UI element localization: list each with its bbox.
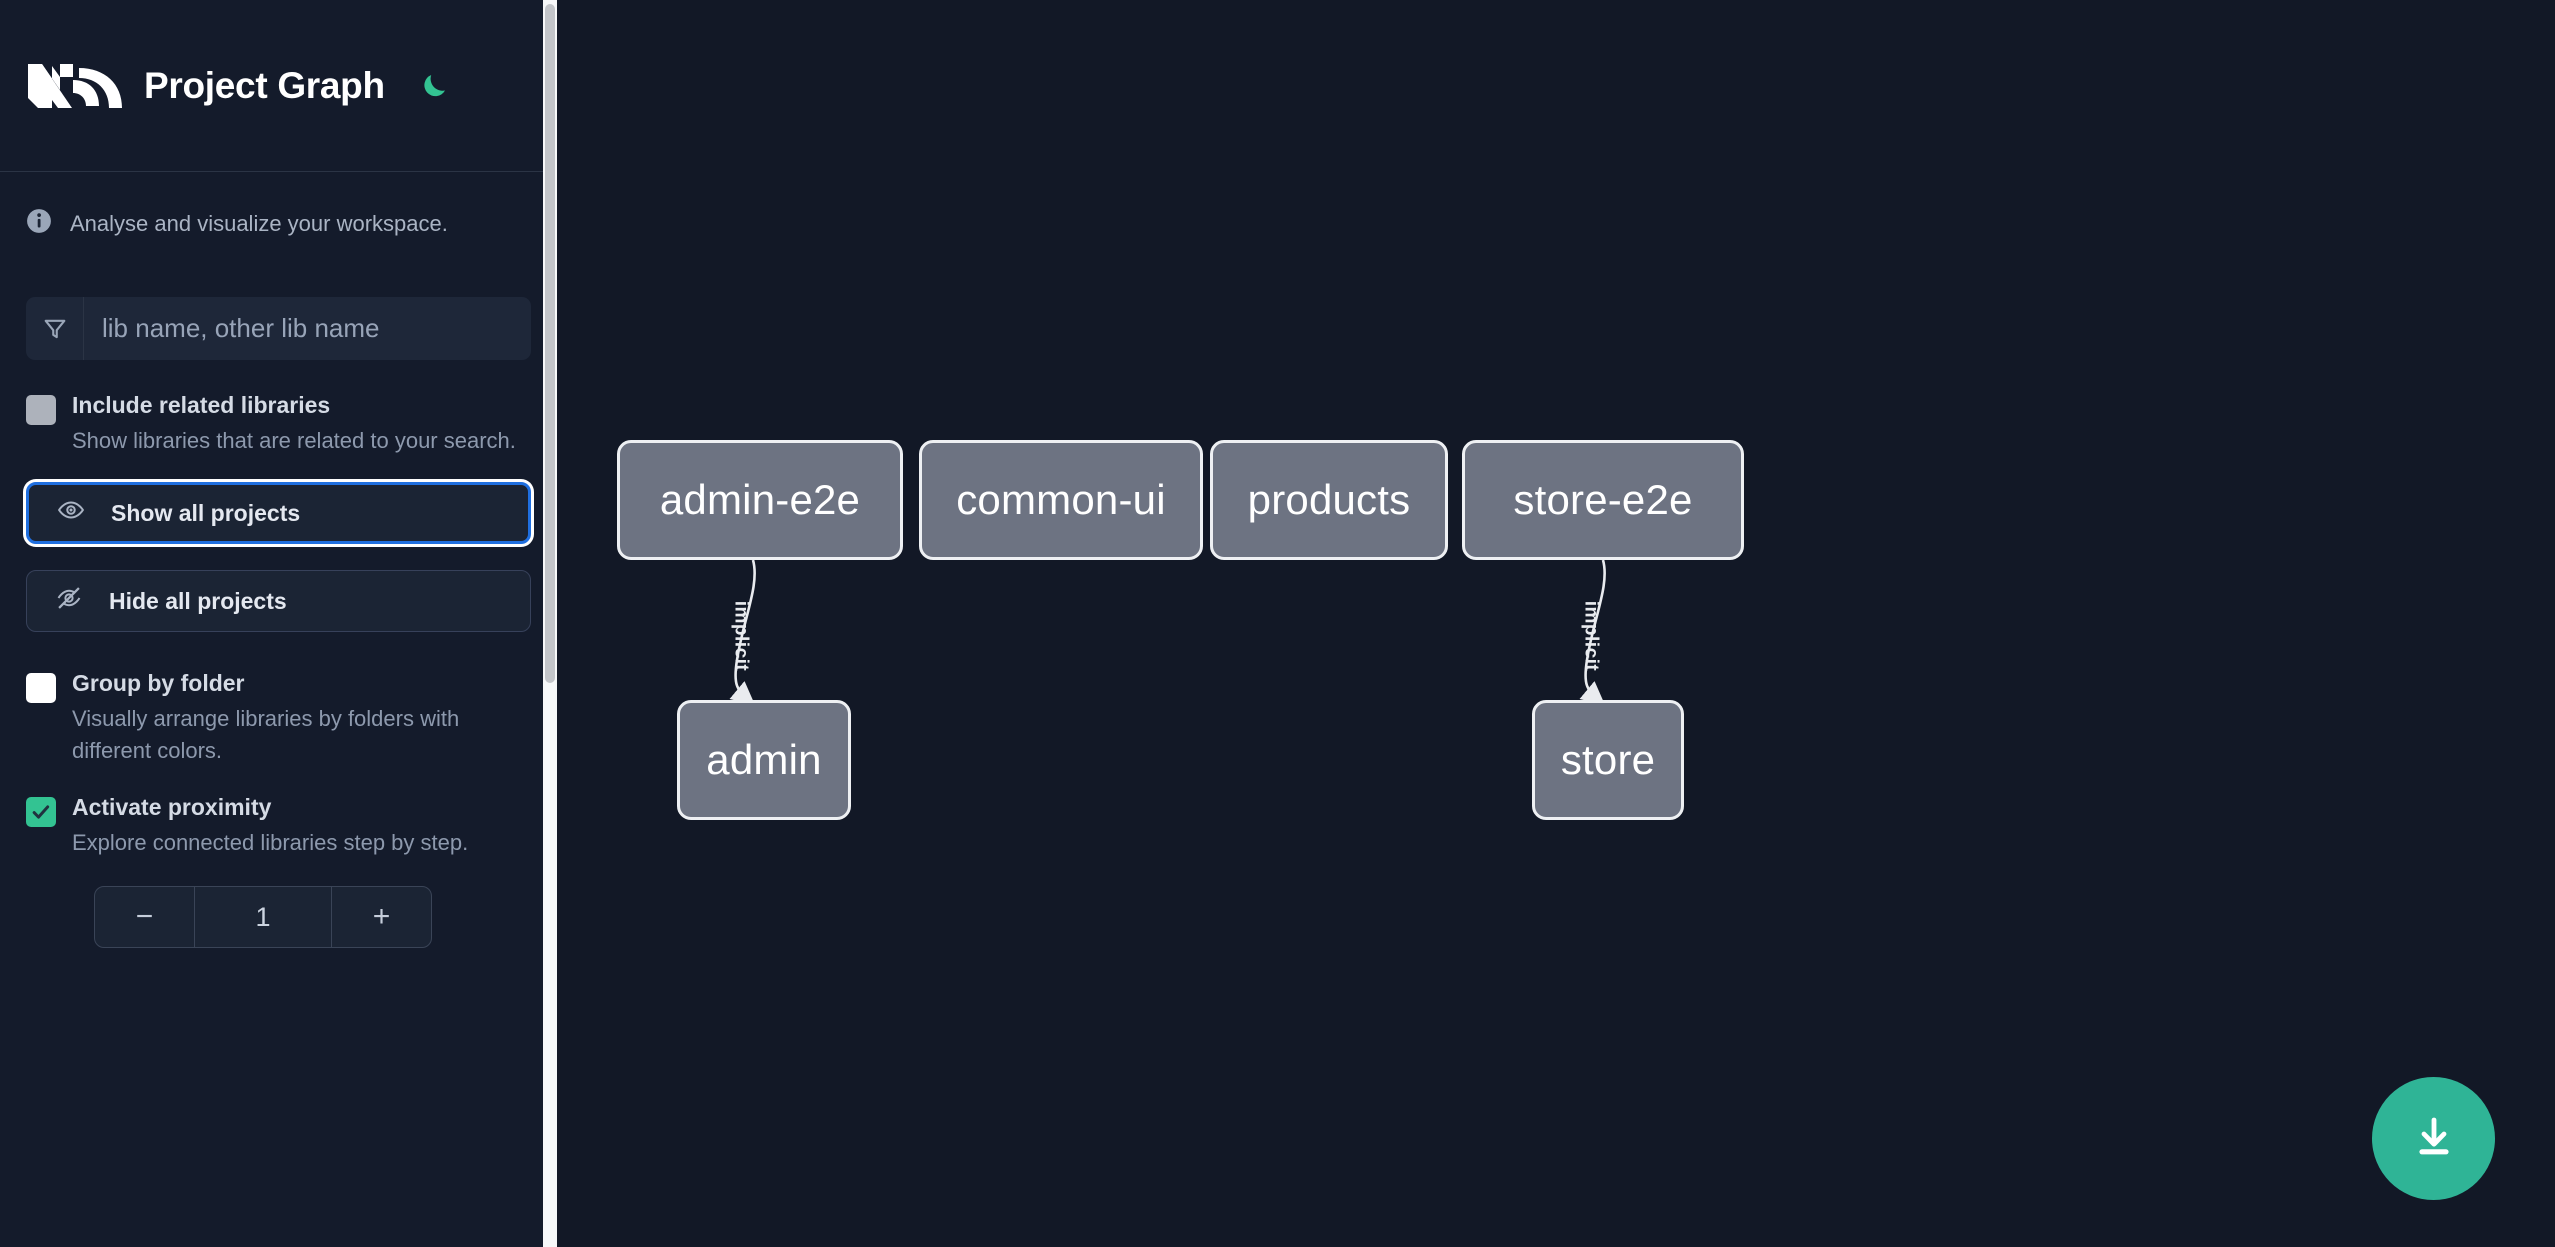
- info-text: Analyse and visualize your workspace.: [70, 210, 448, 236]
- sidebar: Project Graph Analyse and visualize your…: [0, 0, 561, 1247]
- graph-node-label: admin: [706, 736, 822, 783]
- group-by-folder-label: Group by folder: [72, 670, 245, 697]
- edge-label-store-e2e-to-store: implicit: [1580, 600, 1602, 672]
- hide-all-projects-label: Hide all projects: [109, 587, 287, 614]
- nx-logo-icon: [26, 58, 122, 114]
- sidebar-scrollbar[interactable]: [543, 0, 557, 1247]
- option-group-by-folder: Group by folder Visually arrange librari…: [26, 668, 531, 766]
- graph-node-label: store: [1560, 736, 1656, 783]
- include-related-libraries-label: Include related libraries: [72, 392, 331, 418]
- graph-node-label: products: [1247, 476, 1411, 523]
- sidebar-body: Analyse and visualize your workspace. In…: [0, 172, 557, 949]
- filter-icon: [26, 297, 84, 360]
- group-by-folder-checkbox[interactable]: [26, 673, 56, 704]
- group-by-folder-description: Visually arrange libraries by folders wi…: [72, 706, 460, 763]
- graph-node-label: store-e2e: [1513, 476, 1693, 523]
- sidebar-scrollbar-thumb[interactable]: [545, 4, 555, 683]
- graph-node-admin[interactable]: admin: [677, 700, 851, 820]
- activate-proximity-description: Explore connected libraries step by step…: [72, 829, 469, 855]
- include-related-libraries-checkbox[interactable]: [26, 395, 56, 425]
- moon-icon[interactable]: [415, 66, 455, 106]
- graph-node-label: admin-e2e: [659, 476, 861, 523]
- graph-node-store-e2e[interactable]: store-e2e: [1462, 440, 1744, 560]
- graph-edges: [729, 559, 1606, 705]
- proximity-decrement-button[interactable]: −: [95, 887, 195, 948]
- activate-proximity-label: Activate proximity: [72, 793, 272, 820]
- download-button[interactable]: [2372, 1077, 2495, 1200]
- hide-all-projects-button[interactable]: Hide all projects: [26, 570, 531, 633]
- search-input[interactable]: [84, 297, 531, 360]
- include-related-libraries-description: Show libraries that are related to your …: [72, 428, 516, 454]
- option-activate-proximity: Activate proximity Explore connected lib…: [26, 792, 531, 858]
- proximity-increment-button[interactable]: +: [331, 887, 431, 948]
- search-box[interactable]: [26, 297, 531, 360]
- download-icon: [2410, 1113, 2458, 1164]
- graph-node-label: common-ui: [956, 476, 1166, 523]
- eye-off-icon: [55, 584, 83, 618]
- eye-icon: [57, 496, 85, 530]
- graph-canvas[interactable]: admin-e2e common-ui products store-e2e a…: [557, 0, 2555, 1247]
- page-title: Project Graph: [144, 64, 385, 106]
- graph-node-common-ui[interactable]: common-ui: [919, 440, 1203, 560]
- info-banner: Analyse and visualize your workspace.: [26, 172, 531, 249]
- proximity-stepper: − 1 +: [94, 886, 432, 949]
- sidebar-header: Project Graph: [0, 0, 557, 172]
- show-all-projects-label: Show all projects: [111, 499, 301, 526]
- activate-proximity-checkbox[interactable]: [26, 796, 56, 827]
- option-include-related-libraries: Include related libraries Show libraries…: [26, 390, 531, 456]
- graph-node-admin-e2e[interactable]: admin-e2e: [617, 440, 903, 560]
- show-all-projects-button[interactable]: Show all projects: [26, 482, 531, 545]
- proximity-value: 1: [255, 901, 271, 932]
- info-icon: [26, 208, 52, 239]
- graph-node-products[interactable]: products: [1210, 440, 1448, 560]
- edge-label-admin-e2e-to-admin: implicit: [730, 600, 752, 672]
- graph-node-store[interactable]: store: [1532, 700, 1684, 820]
